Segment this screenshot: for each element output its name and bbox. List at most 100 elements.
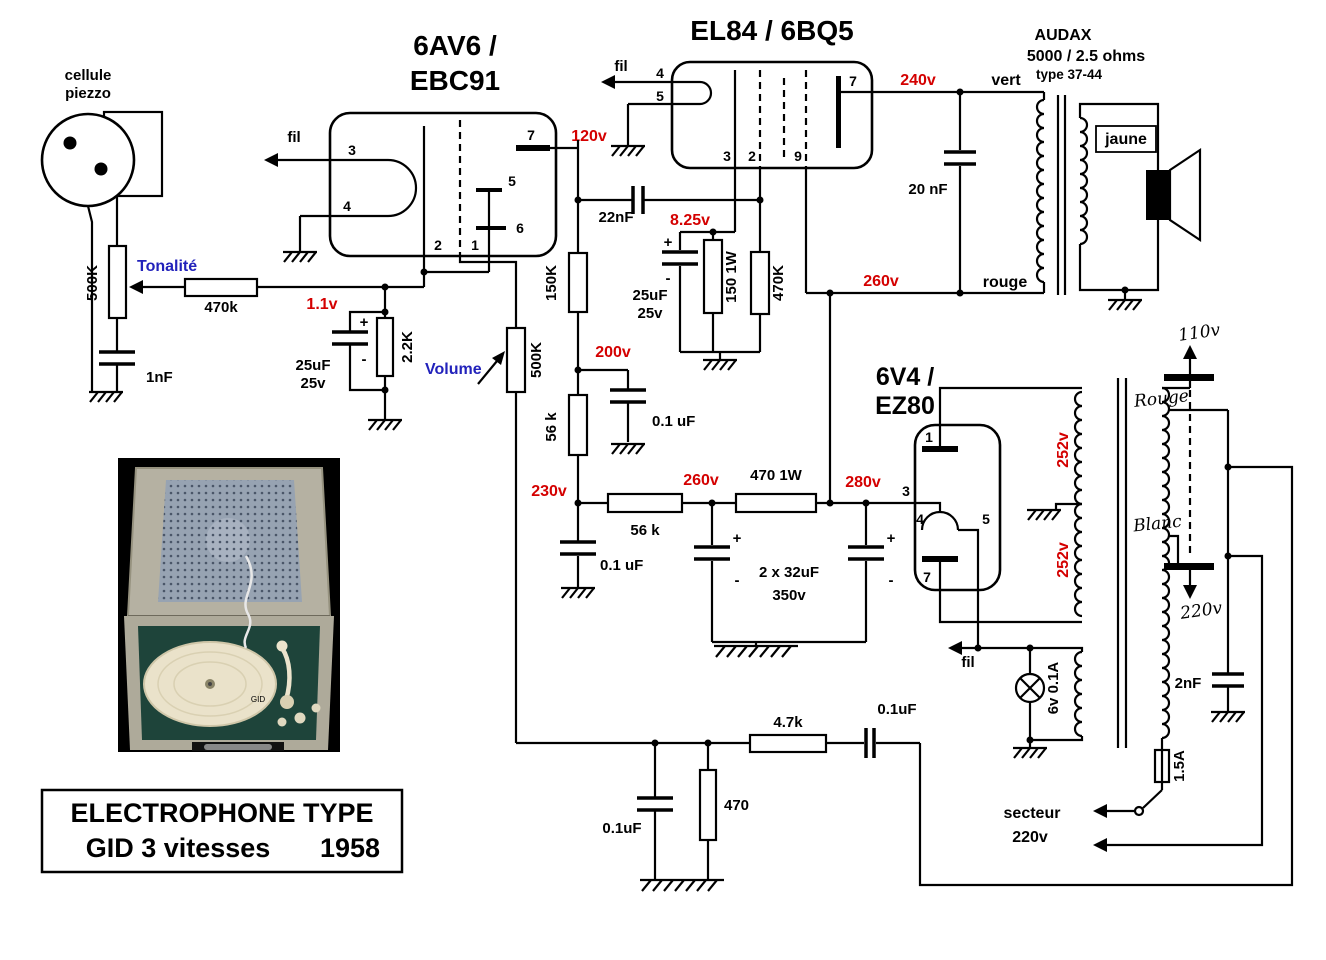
cap-32uF-2 (848, 545, 884, 561)
label-jaune: jaune (1104, 131, 1147, 148)
speaker-cone (1168, 147, 1202, 243)
minus-sign: - (666, 270, 671, 287)
resistor-470K (749, 250, 771, 316)
v1-cathode-network: 1.1v + - 25uF 25v 2.2K (295, 283, 416, 432)
label-56k-vertical: 56 k (543, 412, 560, 442)
volume-potentiometer (505, 326, 527, 394)
tube-ez80-section: 6V4 / EZ80 1 3 4 5 7 (875, 363, 1082, 648)
resistor-150-1W (702, 238, 724, 315)
label-secteur: secteur (1004, 805, 1061, 822)
resistor-470 (698, 768, 718, 842)
fil-bus-arrow (948, 641, 962, 655)
pin-v2-3: 3 (723, 148, 731, 164)
label-2.2K: 2.2K (399, 331, 416, 363)
cap-32uF-1 (694, 545, 730, 561)
cap-20nF (944, 150, 976, 166)
resistor-470-1W (734, 492, 818, 514)
label-110v-hand: 110v (1177, 320, 1222, 346)
grid-lines (758, 70, 808, 168)
label-lamp: 6v 0.1A (1045, 662, 1062, 715)
label-rouge-hand: Rouge (1132, 386, 1190, 412)
label-2nF: 2nF (1175, 675, 1202, 692)
anode-plate (836, 76, 841, 148)
voltage-1.1v: 1.1v (306, 296, 337, 313)
tone-potentiometer (107, 244, 128, 320)
ground-symbol (1011, 746, 1049, 760)
pin-v2-4: 4 (656, 65, 664, 81)
bplus-filter-section: 56 k 260v 470 1W 280v + - + - 2 x 32uF 3… (606, 289, 942, 659)
label-56k-horizontal: 56 k (630, 522, 660, 539)
pickup-tone-section: cellule piezzo 500K Tonalité 470k 1nF (40, 67, 424, 404)
heater-bus-section: fil 6v 0.1A (948, 641, 1084, 760)
cap-25uF-v1 (332, 330, 368, 346)
label-470K: 470K (770, 265, 787, 301)
ground-symbol (701, 358, 739, 372)
label-tonalite: Tonalité (137, 258, 197, 275)
tube3-title-line1: 6V4 / (876, 363, 934, 391)
label-22nF: 22nF (598, 209, 633, 226)
tube2-title: EL84 / 6BQ5 (690, 15, 853, 46)
label-25v-v2: 25v (637, 305, 663, 322)
output-transformer-section: AUDAX 5000 / 2.5 ohms type 37-44 jaune r… (806, 27, 1202, 312)
tube1-title-line1: 6AV6 / (413, 30, 497, 61)
label-volume-pot: 500K (528, 342, 545, 378)
pin-v3-4: 4 (916, 511, 924, 527)
pin-v1-6: 6 (516, 220, 524, 236)
mains-arrow-a (1093, 804, 1107, 818)
voltage-252v-top: 252v (1055, 432, 1072, 468)
player-cable (243, 555, 253, 649)
plus-sign: + (887, 530, 896, 547)
tube-6av6-envelope (328, 111, 558, 258)
ground-symbol (1106, 298, 1144, 312)
tube-el84-section: EL84 / 6BQ5 4 5 3 2 9 7 fil 240v vert (601, 15, 1044, 293)
resistor-4.7k (748, 733, 828, 754)
player-knob (277, 717, 287, 727)
label-20nF: 20 nF (908, 181, 947, 198)
arrow-220v (1183, 585, 1197, 599)
plus-sign: + (664, 234, 673, 251)
label-rouge: rouge (983, 274, 1028, 291)
ground-symbol (559, 586, 597, 600)
diode-plate-2 (476, 226, 506, 230)
mains-arrow-b (1093, 838, 1107, 852)
tube1-title-line2: EBC91 (410, 65, 500, 96)
ground-symbol (609, 442, 647, 456)
pin-v2-9: 9 (794, 148, 802, 164)
diode-plate-1 (476, 188, 502, 192)
label-audax-type: type 37-44 (1036, 67, 1103, 82)
label-470-1W: 470 1W (750, 467, 803, 484)
record-player-photo: GID (118, 458, 340, 752)
label-0.1uF-b: 0.1 uF (600, 557, 643, 574)
volume-wiper-arrow (492, 351, 505, 365)
volume-control: Volume 500K (425, 326, 545, 743)
opt-secondary-coil (1079, 116, 1089, 246)
voltage-280v: 280v (845, 474, 881, 491)
pin-v2-2: 2 (748, 148, 756, 164)
pin-v1-2: 2 (434, 237, 442, 253)
rectifier-plate-2 (922, 556, 958, 562)
voltage-230v: 230v (531, 483, 567, 500)
jaune-label-box (1095, 125, 1157, 153)
tube-6av6-section: 6AV6 / EBC91 3 4 2 1 5 6 7 fil 120v (264, 30, 607, 328)
v2-cathode-network: 8.25v + - 25uF 25v 150 1W 470K (632, 212, 787, 372)
voltage-8.25v: 8.25v (670, 212, 710, 229)
pin-v1-3: 3 (348, 142, 356, 158)
label-cellule: cellule (65, 67, 112, 84)
minus-sign: - (362, 351, 367, 368)
voltage-240v: 240v (900, 72, 936, 89)
label-blanc-hand: Blanc (1131, 511, 1183, 536)
label-0.1uF-fb2: 0.1uF (602, 820, 641, 837)
selector-bar-220 (1164, 563, 1214, 570)
title-line2a: GID 3 vitesses (86, 833, 271, 863)
cap-0.1uF-230v (560, 540, 596, 556)
fil-arrow (601, 75, 615, 89)
resistor-2.2K (375, 316, 395, 378)
power-transformer-section: 252v 252v Rouge Blanc 110v 220v 2nF 1.5A… (1004, 320, 1264, 852)
label-25v-v1: 25v (300, 375, 326, 392)
plus-sign: + (733, 530, 742, 547)
label-220v-hand: 220v (1178, 598, 1224, 624)
voltage-120v: 120v (571, 128, 607, 145)
piezo-pickup-symbol (40, 112, 136, 208)
